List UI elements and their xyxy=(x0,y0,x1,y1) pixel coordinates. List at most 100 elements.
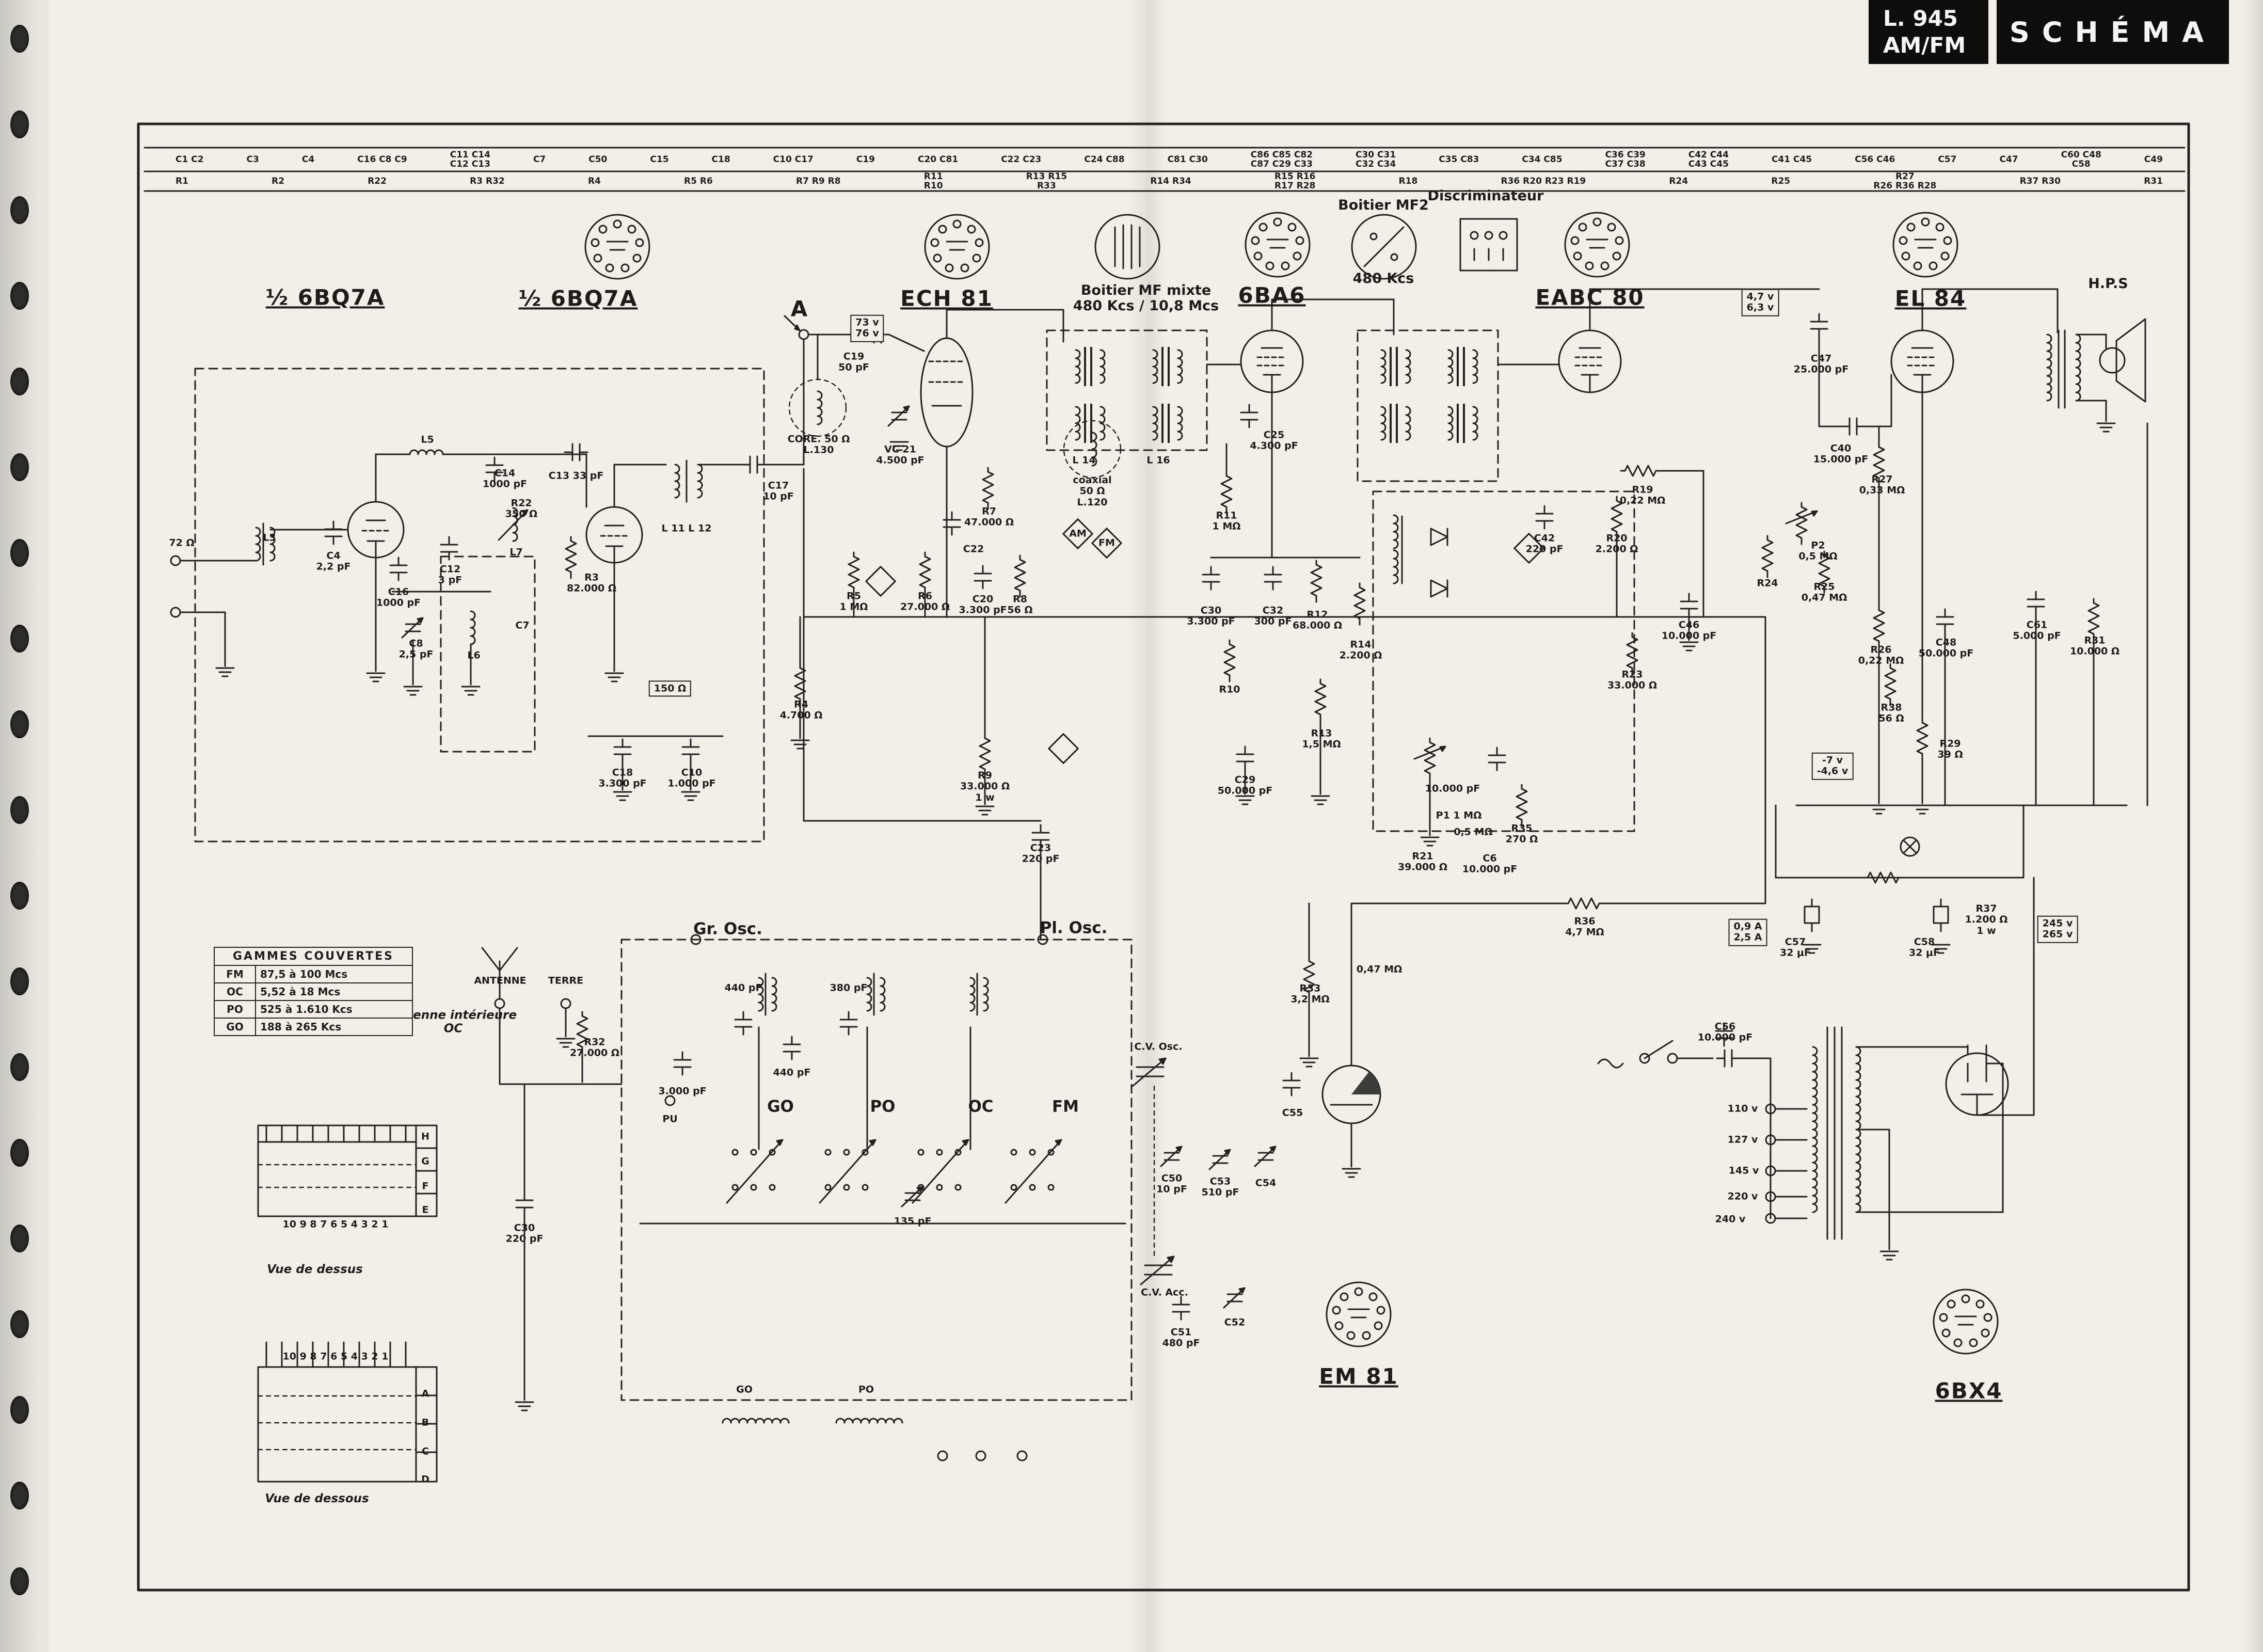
schematic-label: PO xyxy=(858,1384,874,1395)
schematic-label: R27 0,33 MΩ xyxy=(1859,473,1905,496)
right-edge-shadow xyxy=(2242,0,2263,1652)
schematic-label: R6 27.000 Ω xyxy=(900,590,950,613)
schematic-label: 440 pF xyxy=(724,982,762,994)
mf2-block xyxy=(1357,329,1499,482)
tube-label-6bx4: 6BX4 xyxy=(1935,1378,2003,1404)
schematic-label: D xyxy=(421,1473,429,1485)
capacitor-ref-group: C3 xyxy=(246,154,259,165)
schematic-label: 150 Ω xyxy=(648,680,692,697)
schematic-label: 135 pF xyxy=(894,1215,932,1227)
schematic-label: C14 1000 pF xyxy=(482,467,528,490)
capacitor-ref-group: C10 C17 xyxy=(773,154,814,165)
punch-hole xyxy=(10,25,29,53)
schematic-label: R32 27.000 Ω xyxy=(569,1036,620,1059)
schematic-label: CORE. 50 Ω L.130 xyxy=(787,433,850,456)
schematic-label: 0,5 MΩ xyxy=(1454,826,1493,838)
schematic-label: C32 300 pF xyxy=(1254,605,1292,627)
capacitor-ref-group: C11 C14 C12 C13 xyxy=(450,149,490,169)
schematic-label: R19 0,22 MΩ xyxy=(1619,484,1666,506)
resistor-ref-group: R2 xyxy=(272,176,285,186)
schematic-label: L7 xyxy=(509,546,523,558)
capacitor-ref-group: C18 xyxy=(711,154,730,165)
capacitor-ref-group: C86 C85 C82 C87 C29 C33 xyxy=(1250,149,1313,169)
schema-badge: SCHÉMA xyxy=(1997,0,2229,64)
schematic-label: GO xyxy=(736,1384,753,1395)
schematic-label: PO xyxy=(870,1097,896,1116)
schematic-label: R23 33.000 Ω xyxy=(1607,669,1658,691)
schematic-label: E xyxy=(422,1204,429,1216)
resistor-ref-group: R25 xyxy=(1771,176,1791,186)
schematic-label: C7 xyxy=(515,620,530,631)
schematic-label: 220 v xyxy=(1727,1190,1758,1202)
schematic-label: R25 0,47 MΩ xyxy=(1801,581,1847,603)
band-cell: OC xyxy=(214,982,256,1001)
schematic-label: R4 4.700 Ω xyxy=(779,698,823,721)
schematic-label: 4,7 v 6,3 v xyxy=(1741,289,1779,316)
punch-hole xyxy=(10,967,29,995)
schematic-label: R3 82.000 Ω xyxy=(566,571,617,594)
capacitor-ref-group: C24 C88 xyxy=(1084,154,1125,165)
schematic-label: B xyxy=(421,1417,429,1428)
schematic-label: Boitier MF2 xyxy=(1338,197,1429,213)
schematic-label: TERRE xyxy=(548,975,584,987)
schematic-label: PU xyxy=(662,1113,678,1125)
capacitor-ref-group: C60 C48 C58 xyxy=(2061,149,2101,169)
schematic-label: C50 10 pF xyxy=(1156,1172,1187,1195)
schematic-label: A xyxy=(421,1388,429,1400)
capacitor-ref-group: C15 xyxy=(650,154,669,165)
schematic-label: FM xyxy=(1098,537,1115,549)
schematic-label: C4 2,2 pF xyxy=(316,550,351,573)
center-fold-shadow xyxy=(1128,0,1165,1652)
schematic-label: C.V. Acc. xyxy=(1141,1286,1188,1298)
punch-hole xyxy=(10,453,29,481)
tuner-circuit xyxy=(170,443,810,801)
resistor-ref-group: R5 R6 xyxy=(684,176,713,186)
capacitor-ref-group: C56 C46 xyxy=(1855,154,1895,165)
schematic-label: R33 3,2 MΩ xyxy=(1290,982,1330,1005)
oscillator-block xyxy=(620,939,1133,1401)
band-cell: FM xyxy=(214,965,256,983)
schematic-label: L 11 L 12 xyxy=(661,522,712,534)
schematic-label: C54 xyxy=(1255,1177,1277,1189)
schematic-label: R21 39.000 Ω xyxy=(1397,850,1448,873)
dashed-blocks xyxy=(194,329,1635,1401)
schematic-label: G xyxy=(421,1155,429,1167)
resistor-ref-group: R7 R9 R8 xyxy=(796,176,841,186)
schematic-label: 3.000 pF xyxy=(658,1085,707,1097)
if-am-fm-circuit xyxy=(784,288,1820,941)
tube-label-6bq7a-1: ½ 6BQ7A xyxy=(265,284,385,310)
schematic-label: R8 56 Ω xyxy=(1007,593,1033,616)
schematic-label: L 14 xyxy=(1072,454,1096,466)
schematic-label: R36 4,7 MΩ xyxy=(1565,915,1604,938)
sheet-frame xyxy=(137,122,2190,1592)
output-stage-circuit xyxy=(1785,288,2148,815)
schematic-label: R13 1,5 MΩ xyxy=(1302,727,1341,750)
schematic-label: C17 10 pF xyxy=(763,480,794,502)
schematic-label: C19 50 pF xyxy=(838,351,869,373)
capacitor-ref-group: C1 C2 xyxy=(176,154,204,165)
schematic-label: C13 33 pF xyxy=(548,470,604,482)
capacitor-ref-group: C4 xyxy=(301,154,315,165)
resistor-ref-group: R4 xyxy=(587,176,601,186)
schematic-label: 240 v xyxy=(1715,1213,1746,1225)
schematic-label: 73 v 76 v xyxy=(850,314,884,342)
schematic-label: F xyxy=(422,1180,429,1192)
schematic-label: C20 3.300 pF xyxy=(959,593,1007,616)
detector-block xyxy=(1372,490,1635,832)
punch-hole xyxy=(10,796,29,824)
schematic-label: R29 39 Ω xyxy=(1937,738,1963,760)
schematic-label: 440 pF xyxy=(773,1067,811,1078)
schematic-label: 10.000 pF xyxy=(1425,783,1480,795)
resistor-ref-group: R3 R32 xyxy=(470,176,505,186)
punch-hole xyxy=(10,539,29,567)
schematic-label: R31 10.000 Ω xyxy=(2069,634,2120,657)
schematic-label: R22 350 Ω xyxy=(505,497,538,520)
schematic-label: C57 32 μF xyxy=(1779,936,1811,959)
punch-hole xyxy=(10,196,29,224)
punch-hole xyxy=(10,1139,29,1167)
band-cell: GO xyxy=(214,1018,256,1036)
resistor-ref-group: R13 R15 R33 xyxy=(1026,171,1067,191)
